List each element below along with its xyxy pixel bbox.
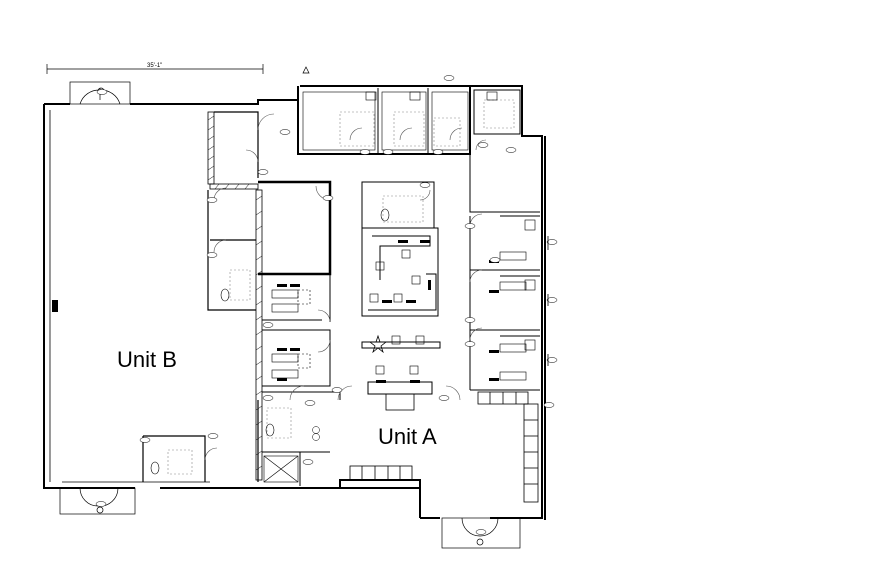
room-furniture	[167, 99, 515, 475]
left-treatment-bays	[262, 273, 341, 486]
dimension-line	[46, 64, 264, 74]
right-treatment-bays	[469, 154, 540, 391]
unit-b-label: Unit B	[117, 347, 177, 372]
tag-bubbles	[95, 75, 558, 535]
star-icon	[368, 334, 388, 354]
hatch-lines	[207, 115, 263, 471]
door-arcs	[204, 113, 487, 461]
toilet-icon	[150, 91, 498, 475]
door-swing-icon	[69, 81, 131, 105]
hatched-walls	[207, 111, 263, 481]
door-swing-icon	[441, 517, 521, 549]
dimension-label: 35'-1"	[147, 63, 163, 69]
exterior-marks	[385, 236, 549, 411]
closet	[263, 455, 299, 483]
chair-icon	[369, 249, 425, 375]
bay-beds	[271, 289, 311, 379]
monitor-icons	[52, 240, 499, 383]
warning-triangle-icon	[302, 66, 310, 74]
right-bay-beds	[499, 219, 536, 381]
unit-a-label: Unit A	[378, 424, 437, 449]
unit-b-inner-walls	[142, 111, 259, 482]
unit-b-walls	[43, 99, 420, 489]
door-swing-icon	[59, 487, 136, 515]
top-rooms	[302, 88, 521, 154]
office-room	[258, 180, 332, 276]
right-windows	[349, 391, 539, 503]
